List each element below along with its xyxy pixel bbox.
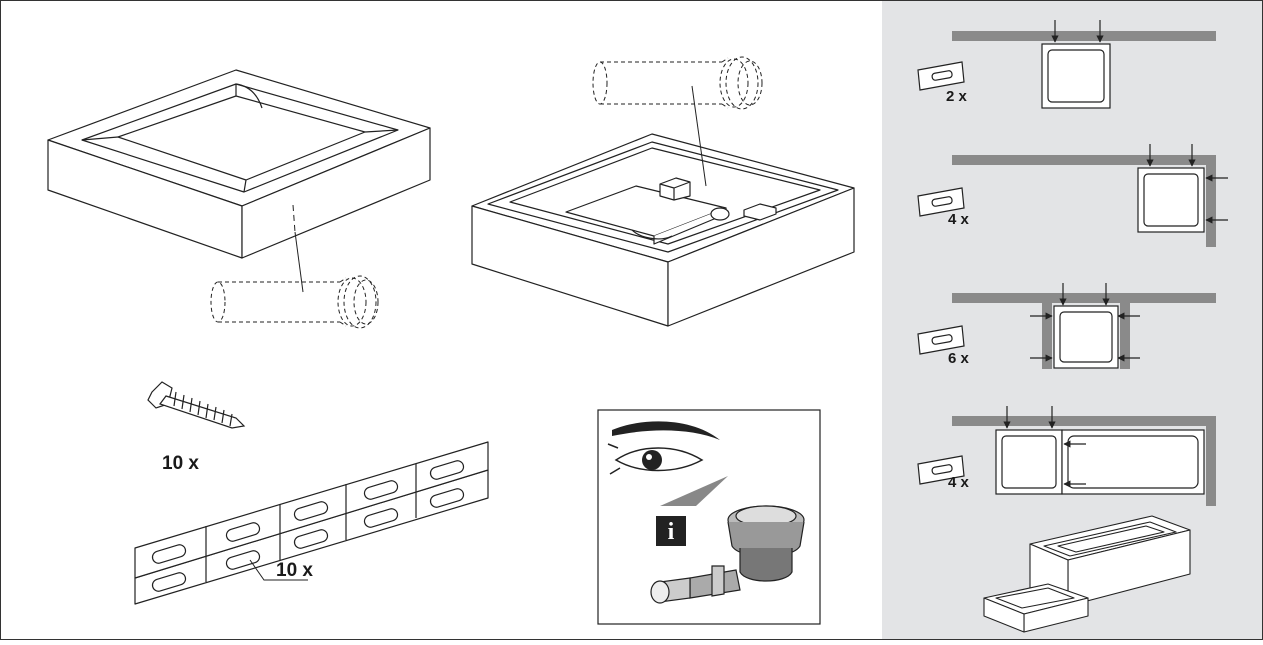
bracket-stack-illustration (134, 441, 489, 605)
drain-pipe-dashed-1 (210, 204, 379, 329)
layout-1-count: 2 x (946, 88, 967, 105)
eyebrow-shape (612, 421, 720, 440)
screw-illustration (147, 381, 246, 429)
info-icon (656, 516, 686, 546)
info-icon-letter: i (668, 519, 675, 545)
layout-4 (917, 406, 1216, 506)
bathtub-and-tray-illustration (983, 515, 1191, 633)
bracket-leader-line (249, 559, 308, 581)
view-arrow-shape (660, 476, 728, 506)
bracket-count-label: 10 x (276, 560, 313, 581)
layout-1 (917, 20, 1216, 109)
drain-trap-illustration (650, 505, 805, 604)
screw-count-label: 10 x (162, 453, 199, 474)
tray-base-illustration (471, 133, 855, 327)
layout-3 (917, 283, 1216, 369)
drain-pipe-dashed-2 (592, 56, 763, 187)
layout-4-count: 4 x (948, 474, 969, 491)
layout-3-count: 6 x (948, 350, 969, 367)
layout-2 (917, 144, 1228, 247)
shower-tray-illustration (47, 69, 431, 259)
info-box: i (597, 409, 821, 625)
layout-2-count: 4 x (948, 211, 969, 228)
